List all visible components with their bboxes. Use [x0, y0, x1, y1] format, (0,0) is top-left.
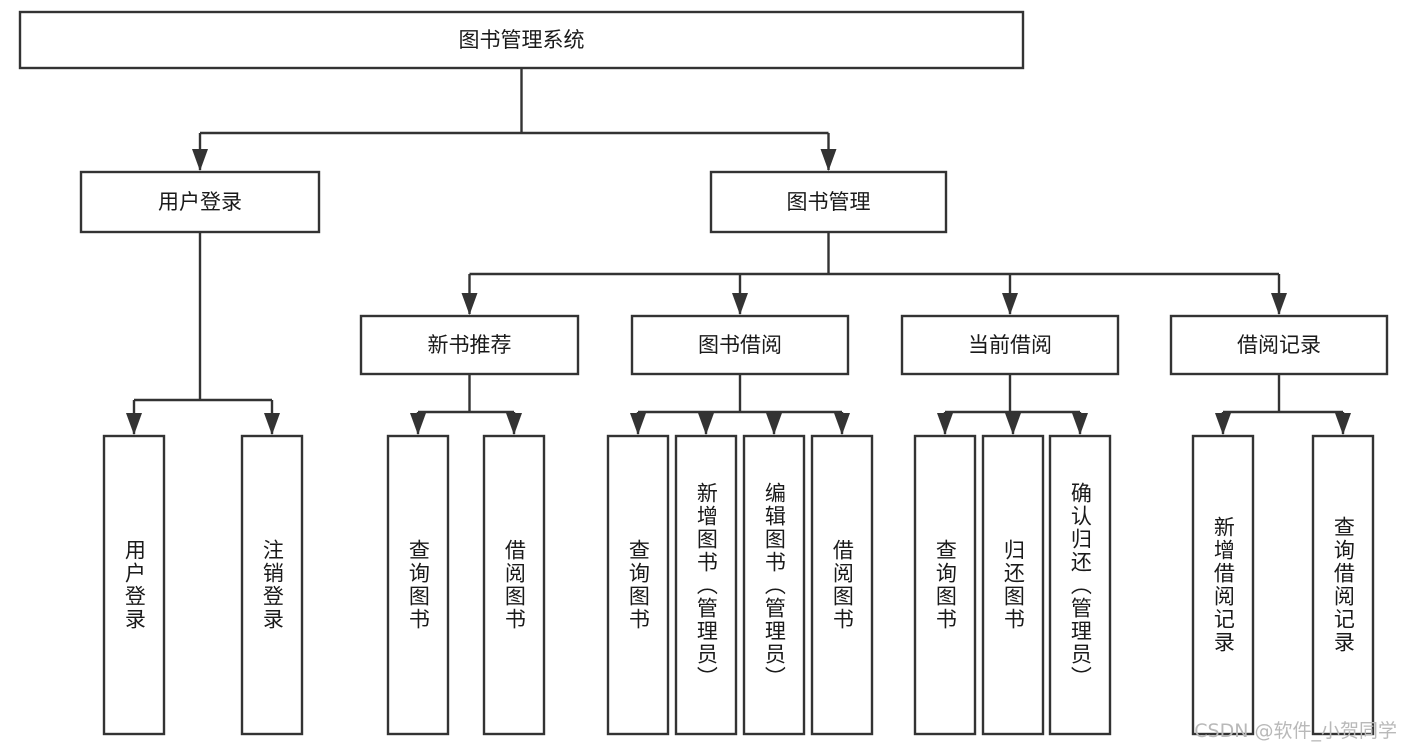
node-book-manage-label: 图书管理: [787, 190, 871, 214]
leaf-leaf-query-book-2-box[interactable]: [606, 434, 670, 736]
book-manage-to-level3-drop-1-arrowhead-icon: [732, 293, 748, 315]
parent-book-borrow-to-leaves-drop-3-arrowhead-icon: [834, 413, 850, 435]
parent-user-login-to-leaves-drop-1-arrowhead-icon: [264, 413, 280, 435]
parent-new-book-recommend-to-leaves-drop-1-arrowhead-icon: [506, 413, 522, 435]
node-current-borrow-box[interactable]: [900, 314, 1120, 376]
leaf-leaf-query-book-1-box[interactable]: [386, 434, 450, 736]
parent-current-borrow-to-leaves-drop-0-arrowhead-icon: [937, 413, 953, 435]
node-current-borrow-label: 当前借阅: [968, 333, 1052, 357]
root-to-level2-drop-1-arrowhead-icon: [820, 149, 837, 171]
connectors-layer: [126, 68, 1351, 435]
node-borrow-record-box[interactable]: [1169, 314, 1389, 376]
node-user-login-box[interactable]: [79, 170, 321, 234]
leaf-leaf-logout-box[interactable]: [240, 434, 304, 736]
leaf-leaf-confirm-return-box[interactable]: [1048, 434, 1112, 736]
leaf-leaf-edit-book-box[interactable]: [742, 434, 806, 736]
node-new-book-recommend-label: 新书推荐: [428, 333, 512, 357]
leaf-leaf-return-book-box[interactable]: [981, 434, 1045, 736]
parent-user-login-to-leaves-drop-0-arrowhead-icon: [126, 413, 142, 435]
leaf-leaf-add-record-box[interactable]: [1191, 434, 1255, 736]
parent-book-borrow-to-leaves-drop-2-arrowhead-icon: [766, 413, 782, 435]
node-new-book-recommend-box[interactable]: [359, 314, 580, 376]
leaf-leaf-add-book-box[interactable]: [674, 434, 738, 736]
book-manage-to-level3-drop-0-arrowhead-icon: [461, 293, 478, 315]
node-root-box: [18, 10, 1025, 70]
node-book-manage-box[interactable]: [709, 170, 948, 234]
leaf-leaf-borrow-book-2-box[interactable]: [810, 434, 874, 736]
root-to-level2-drop-0-arrowhead-icon: [192, 149, 208, 171]
parent-current-borrow-to-leaves-drop-1-arrowhead-icon: [1005, 413, 1021, 435]
node-book-borrow-box[interactable]: [630, 314, 850, 376]
boxes-layer: [18, 10, 1389, 736]
node-book-borrow-label: 图书借阅: [698, 333, 782, 357]
book-manage-to-level3-drop-3-arrowhead-icon: [1271, 293, 1287, 315]
parent-new-book-recommend-to-leaves-drop-0-arrowhead-icon: [410, 413, 426, 435]
node-root-label: 图书管理系统: [459, 28, 585, 52]
leaf-leaf-borrow-book-1-box[interactable]: [482, 434, 546, 736]
parent-borrow-record-to-leaves-drop-0-arrowhead-icon: [1215, 413, 1231, 435]
parent-current-borrow-to-leaves-drop-2-arrowhead-icon: [1072, 413, 1088, 435]
leaf-leaf-query-book-3-box[interactable]: [913, 434, 977, 736]
parent-book-borrow-to-leaves-drop-1-arrowhead-icon: [698, 413, 714, 435]
node-user-login-label: 用户登录: [158, 190, 242, 214]
parent-book-borrow-to-leaves-drop-0-arrowhead-icon: [630, 413, 646, 435]
book-manage-to-level3-drop-2-arrowhead-icon: [1002, 293, 1018, 315]
watermark: CSDN @软件_小贺同学: [1194, 720, 1397, 742]
leaf-leaf-user-login-box[interactable]: [102, 434, 166, 736]
leaf-leaf-query-record-box[interactable]: [1311, 434, 1375, 736]
node-borrow-record-label: 借阅记录: [1237, 333, 1321, 357]
parent-borrow-record-to-leaves-drop-1-arrowhead-icon: [1335, 413, 1351, 435]
